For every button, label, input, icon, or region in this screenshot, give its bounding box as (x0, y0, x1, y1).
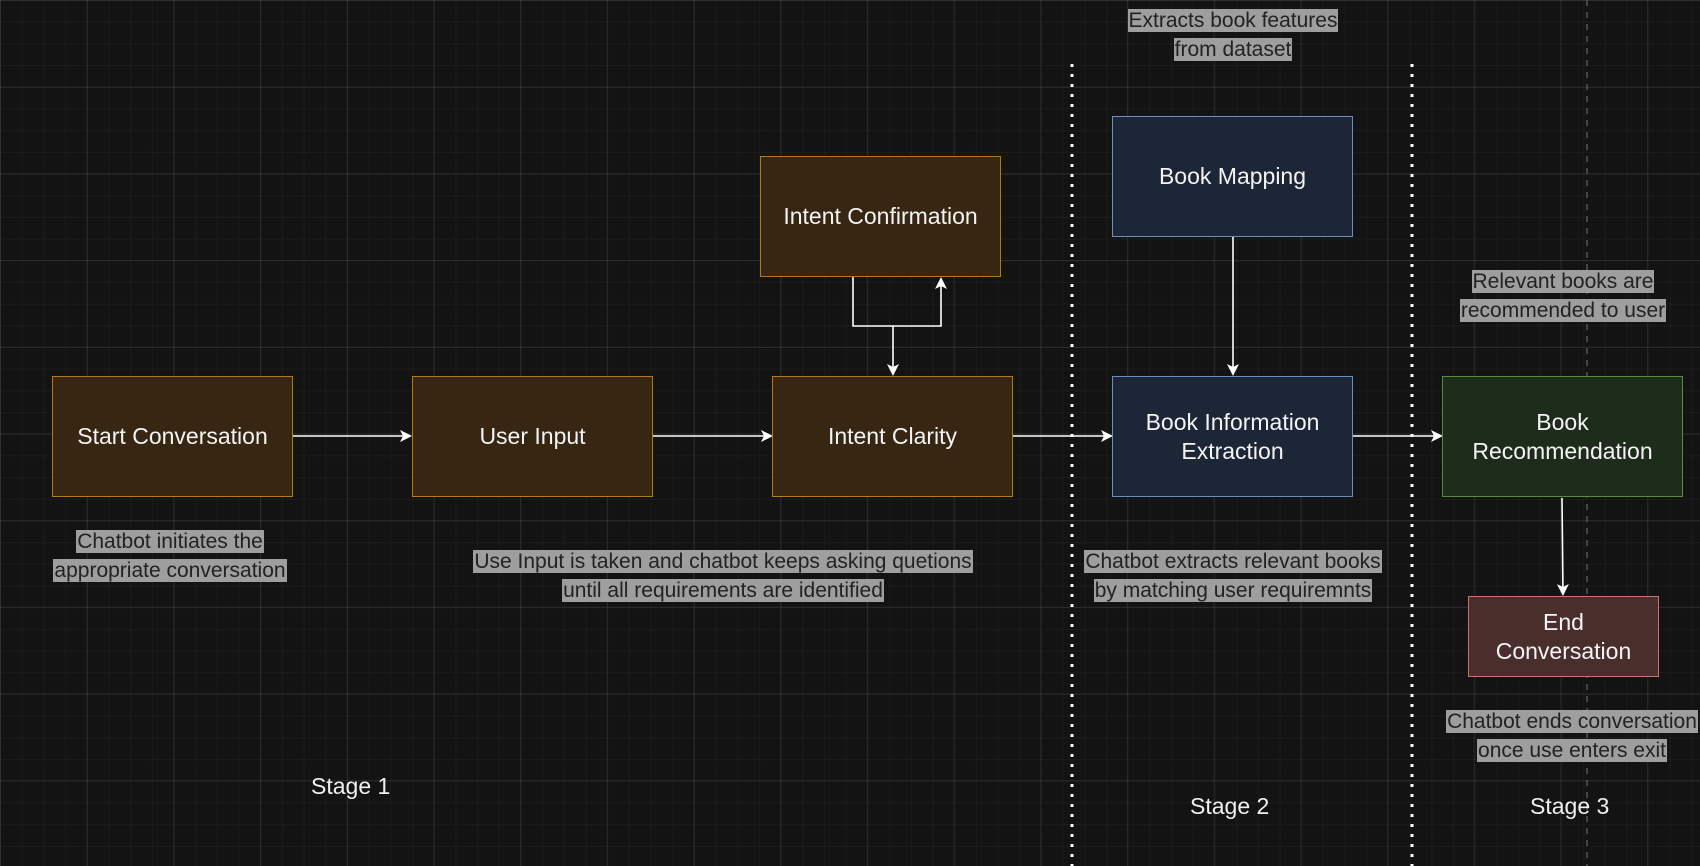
node-book-mapping[interactable]: Book Mapping (1112, 116, 1353, 237)
arrow-clarity-to-confirmation (893, 277, 947, 327)
note-end: Chatbot ends conversation once use enter… (1422, 707, 1700, 765)
stage-label-2: Stage 2 (1190, 793, 1270, 819)
node-book-information-extraction[interactable]: Book Information Extraction (1112, 376, 1353, 497)
note-recommendation-line-1: Relevant books are (1471, 270, 1655, 293)
stage-label-3: Stage 3 (1530, 793, 1610, 819)
note-start-line-1: Chatbot initiates the (76, 530, 264, 553)
node-intent-confirmation-label: Intent Confirmation (783, 203, 978, 229)
note-end-line-2: once use enters exit (1477, 739, 1667, 762)
stage-label-1: Stage 1 (311, 773, 391, 799)
note-mapping: Extracts book features from dataset (1083, 6, 1383, 64)
note-user-input: Use Input is taken and chatbot keeps ask… (423, 547, 1023, 605)
node-start-conversation[interactable]: Start Conversation (52, 376, 293, 497)
note-end-line-1: Chatbot ends conversation (1446, 710, 1698, 733)
note-extraction-line-2: by matching user requiremnts (1093, 579, 1373, 602)
node-intent-confirmation[interactable]: Intent Confirmation (760, 156, 1001, 277)
arrow-confirmation-to-clarity (852, 277, 899, 376)
note-recommendation-line-2: recommended to user (1459, 299, 1667, 322)
note-user-input-line-2: until all requirements are identified (562, 579, 884, 602)
arrow-recommendation-to-end (1556, 497, 1569, 596)
node-intent-clarity[interactable]: Intent Clarity (772, 376, 1013, 497)
node-book-mapping-label: Book Mapping (1158, 163, 1307, 189)
node-end-conversation-label: End Conversation (1495, 608, 1632, 664)
note-user-input-line-1: Use Input is taken and chatbot keeps ask… (473, 550, 973, 573)
note-extraction: Chatbot extracts relevant books by match… (1053, 547, 1413, 605)
note-start: Chatbot initiates the appropriate conver… (20, 527, 320, 585)
node-book-recommendation-label: Book Recommendation (1472, 408, 1653, 464)
node-user-input[interactable]: User Input (412, 376, 653, 497)
note-recommendation: Relevant books are recommended to user (1433, 267, 1693, 325)
node-start-conversation-label: Start Conversation (77, 423, 268, 449)
note-start-line-2: appropriate conversation (53, 559, 287, 582)
note-extraction-line-1: Chatbot extracts relevant books (1084, 550, 1382, 573)
node-book-information-extraction-label: Book Information Extraction (1145, 408, 1320, 464)
node-end-conversation[interactable]: End Conversation (1468, 596, 1659, 677)
node-user-input-label: User Input (479, 423, 586, 449)
node-book-recommendation[interactable]: Book Recommendation (1442, 376, 1683, 497)
note-mapping-line-2: from dataset (1173, 38, 1293, 61)
note-mapping-line-1: Extracts book features (1127, 9, 1339, 32)
node-intent-clarity-label: Intent Clarity (827, 423, 958, 449)
